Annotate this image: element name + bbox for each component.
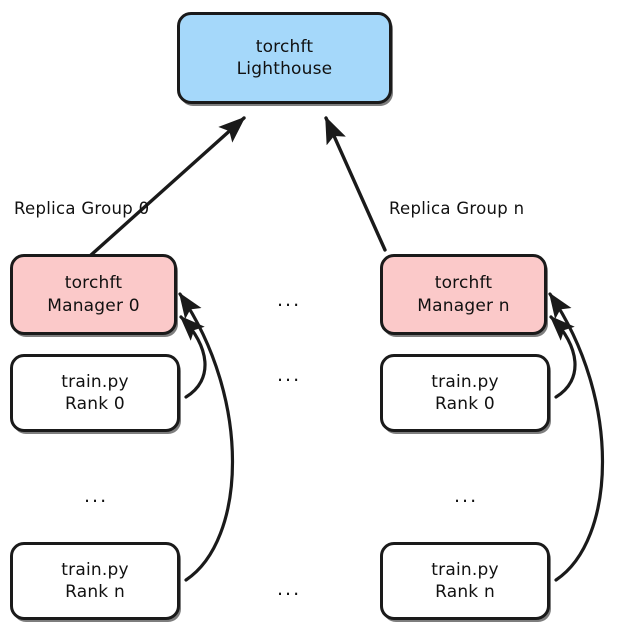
node-worker-gn-rankn-line2: Rank n (435, 582, 495, 602)
node-worker-gn-rank0-line1: train.py (431, 371, 499, 392)
ellipsis-group-n-workers: ... (454, 485, 479, 507)
edge-gn-rank0-to-managern (549, 315, 577, 399)
edge-managern-to-lighthouse (324, 116, 387, 252)
group-label-replica-group-n: Replica Group n (389, 199, 525, 218)
node-worker-g0-rankn-line2: Rank n (65, 582, 125, 602)
node-worker-g0-rankn-line1: train.py (61, 559, 129, 580)
node-worker-g0-rank0[interactable]: train.py Rank 0 (10, 354, 180, 432)
node-worker-gn-rank0-line2: Rank 0 (435, 394, 495, 414)
node-manager-n-line1: torchft (434, 273, 493, 294)
node-manager-0[interactable]: torchft Manager 0 (10, 254, 177, 335)
node-worker-g0-rank0-line2: Rank 0 (65, 394, 125, 414)
node-lighthouse-line1: torchft (255, 36, 314, 57)
edge-g0-rankn-to-manager0 (178, 292, 234, 582)
group-label-replica-group-0: Replica Group 0 (14, 199, 150, 218)
node-worker-gn-rank0[interactable]: train.py Rank 0 (380, 354, 550, 432)
node-manager-n-line2: Manager n (417, 295, 510, 316)
node-manager-0-line1: torchft (64, 273, 123, 294)
node-manager-0-line2: Manager 0 (47, 295, 140, 316)
node-worker-g0-rank0-line1: train.py (61, 371, 129, 392)
ellipsis-between-rank0-workers: ... (277, 364, 302, 386)
node-worker-g0-rankn[interactable]: train.py Rank n (10, 542, 180, 620)
node-lighthouse[interactable]: torchft Lighthouse (177, 12, 392, 104)
ellipsis-between-managers: ... (277, 289, 302, 311)
edge-g0-rank0-to-manager0 (179, 315, 207, 399)
edge-manager0-to-lighthouse (89, 116, 246, 257)
edge-gn-rankn-to-managern (548, 292, 604, 582)
node-worker-gn-rankn-line1: train.py (431, 559, 499, 580)
node-lighthouse-line2: Lighthouse (236, 59, 333, 79)
ellipsis-group-0-workers: ... (84, 485, 109, 507)
node-manager-n[interactable]: torchft Manager n (380, 254, 547, 335)
ellipsis-between-rankn-workers: ... (277, 578, 302, 600)
node-worker-gn-rankn[interactable]: train.py Rank n (380, 542, 550, 620)
